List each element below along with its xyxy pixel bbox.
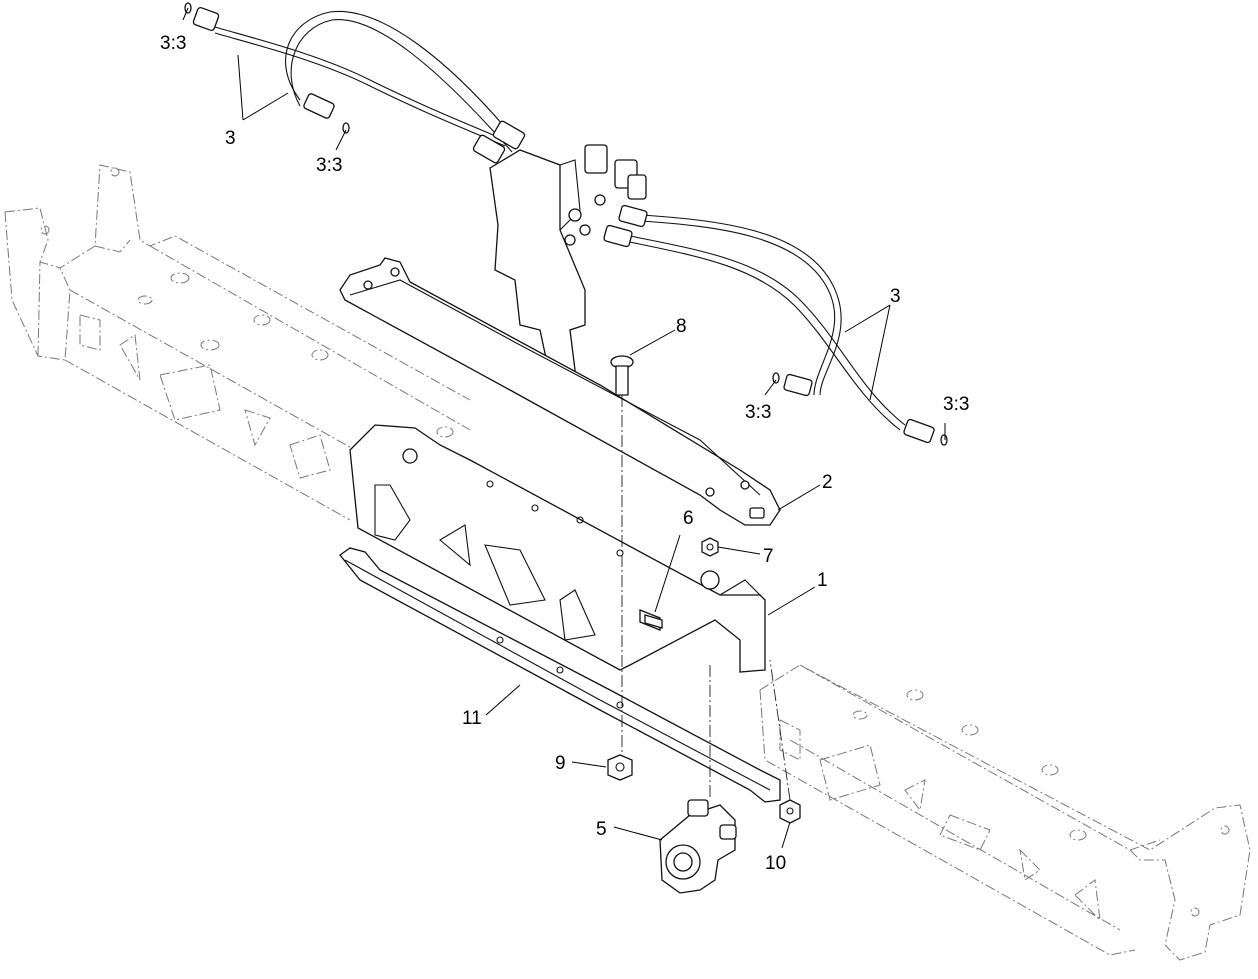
part-8-bolt <box>610 355 634 760</box>
hydraulic-hoses <box>184 2 948 446</box>
callout-1: 1 <box>817 570 828 591</box>
callout-3-3-right-b: 3:3 <box>943 394 969 415</box>
callout-6: 6 <box>683 508 694 529</box>
callout-3-left: 3 <box>225 128 236 149</box>
part-9-nut <box>607 754 633 781</box>
callout-10: 10 <box>765 853 786 874</box>
part-5-valve <box>659 665 737 894</box>
part-7-nut <box>701 537 719 557</box>
part-11-lower-bar <box>339 547 781 803</box>
ghost-frame-right <box>759 664 1251 961</box>
part-2-upper-bar <box>339 257 781 526</box>
callout-8: 8 <box>676 316 687 337</box>
leader-lines <box>182 7 946 849</box>
part-6-stud <box>644 614 663 629</box>
callout-5: 5 <box>596 819 607 840</box>
callout-labels: 3:3 3 3:3 3 3:3 3:3 8 2 6 7 1 11 9 5 10 <box>160 33 969 874</box>
callout-3-3-left: 3:3 <box>316 155 342 176</box>
callout-11: 11 <box>462 708 482 729</box>
callout-2: 2 <box>822 472 833 493</box>
callout-7: 7 <box>763 546 774 567</box>
callout-3-right: 3 <box>890 286 901 307</box>
callout-3-3-top-left: 3:3 <box>160 33 186 54</box>
callout-3-3-right-a: 3:3 <box>745 402 771 423</box>
ghost-frame-left <box>4 164 471 521</box>
callout-9: 9 <box>555 753 566 774</box>
part-10-nut <box>769 659 801 824</box>
